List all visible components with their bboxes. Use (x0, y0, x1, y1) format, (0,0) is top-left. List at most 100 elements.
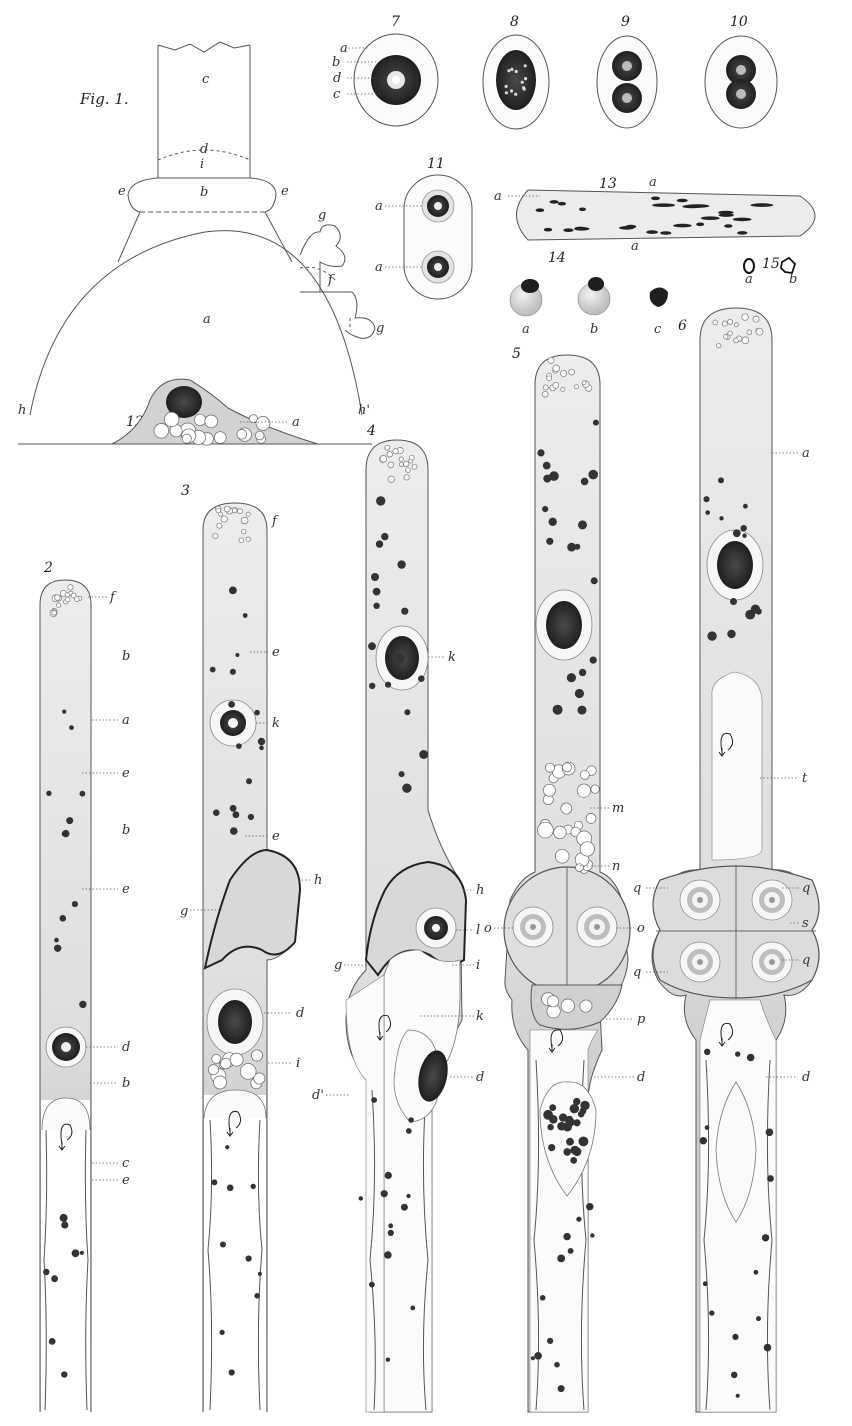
fig12-cell (112, 379, 318, 444)
granule (251, 1184, 256, 1189)
figure-15: 15 a b (744, 256, 797, 287)
figure-1-title: Fig. 1. (79, 90, 129, 108)
vacuole (538, 822, 554, 838)
granule (401, 608, 408, 615)
granule (62, 710, 66, 714)
figure-12: 12 a (112, 379, 318, 445)
figure-4-number: 4 (366, 423, 376, 439)
granule (230, 827, 238, 835)
tetrad-nucleolus (769, 897, 775, 903)
nucleolus-dot (507, 69, 510, 72)
granule (254, 1293, 260, 1299)
fig1-label-c: c (202, 72, 210, 87)
starch-grain (403, 461, 409, 467)
fig5-label-d: d (637, 1070, 645, 1085)
vacuole (221, 1058, 232, 1069)
vacuole (164, 412, 179, 427)
granule (225, 1145, 229, 1149)
granule (581, 478, 589, 486)
starch-grain (412, 464, 417, 469)
figure-14-number: 14 (548, 250, 566, 266)
fig3-label-e-top: e (272, 645, 280, 660)
fig5-label-p: p (637, 1012, 646, 1027)
spindle-granule (579, 208, 586, 212)
granule (579, 669, 586, 676)
granule (742, 534, 746, 538)
fig4-label-k-top: k (448, 650, 456, 665)
granule (578, 520, 587, 529)
figure-15-number: 15 (762, 256, 780, 272)
starch-grain (756, 328, 763, 335)
starch-grain (548, 357, 554, 363)
fig3-label-i: i (296, 1056, 300, 1071)
granule (397, 560, 405, 568)
starch-grain (409, 455, 414, 460)
vacuole (577, 784, 590, 797)
granule (554, 1362, 560, 1368)
granule (549, 1115, 558, 1124)
granule (369, 683, 375, 689)
fig5-label-n: n (612, 859, 620, 874)
granule (51, 1275, 58, 1282)
spindle-granule (733, 218, 752, 222)
fig6-label-q-bottom-right: q (802, 953, 810, 968)
granule (259, 746, 264, 751)
granule (558, 1385, 565, 1392)
spindle-granule (677, 199, 688, 203)
fig6-label-t: t (802, 771, 808, 786)
spindle-granule (558, 202, 566, 206)
spindle-granule (696, 223, 704, 227)
starch-grain (547, 376, 552, 381)
granule (386, 1358, 390, 1362)
starch-grain (574, 385, 578, 389)
granule (246, 778, 252, 784)
figure-13-number: 13 (599, 176, 617, 192)
fig1-label-e-right: e (281, 184, 289, 199)
spindle-granule (673, 224, 692, 228)
fig2-label-b-bottom: b (122, 1076, 130, 1091)
granule (62, 831, 67, 836)
nucleolus-dot (522, 86, 525, 89)
starch-grain (56, 603, 60, 607)
granule (540, 1295, 546, 1301)
vacuole (182, 434, 191, 443)
starch-grain (747, 330, 752, 335)
granule (404, 709, 410, 715)
spindle-granule (563, 228, 573, 232)
fig2-label-e-top: e (122, 766, 130, 781)
granule (590, 1233, 594, 1237)
fig14-label-c: c (654, 322, 662, 337)
starch-grain (239, 538, 244, 543)
vacuole (576, 864, 584, 872)
starch-grain (216, 508, 221, 513)
figure-14: 14 a b c (510, 250, 668, 337)
fig15-label-a: a (745, 272, 753, 287)
starch-grain (237, 509, 242, 514)
vacuole (543, 784, 555, 796)
granule (54, 938, 59, 943)
vacuole (205, 415, 218, 428)
granule (369, 1282, 375, 1288)
vacuole (194, 414, 205, 425)
granule (230, 805, 237, 812)
granule (408, 1117, 414, 1123)
vacuole (255, 431, 264, 440)
granule (762, 1234, 769, 1241)
granule (733, 529, 741, 537)
fig3-label-d: d (296, 1006, 304, 1021)
granule (419, 750, 428, 759)
starch-grain (52, 610, 57, 615)
granule (72, 1249, 80, 1257)
vacuole (212, 1054, 221, 1063)
granule (570, 1157, 577, 1164)
granule (718, 477, 724, 483)
granule (54, 945, 61, 952)
granule (741, 525, 747, 531)
granule (60, 1214, 68, 1222)
granule (764, 1344, 772, 1352)
granule (258, 1272, 262, 1276)
spindle-granule (719, 213, 734, 217)
starch-grain (388, 462, 394, 468)
granule (703, 496, 709, 502)
